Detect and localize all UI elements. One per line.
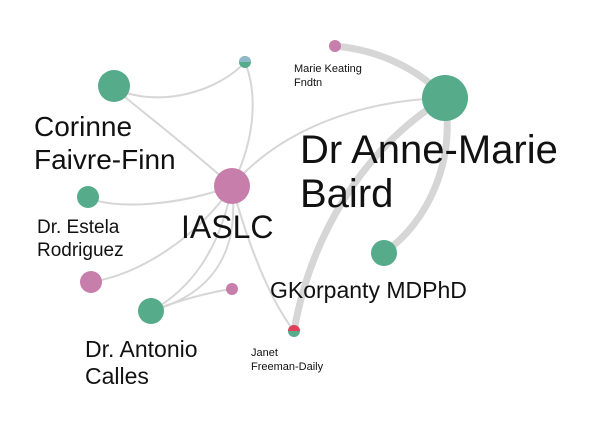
label-marie-keating: Marie Keating Fndtn: [294, 63, 362, 89]
label-anne-marie-baird: Dr Anne-Marie Baird: [300, 128, 558, 216]
label-janet-freeman-daily: Janet Freeman-Daily: [251, 347, 324, 373]
edge-iaslc-janet: [231, 185, 295, 332]
node-pink-small[interactable]: [226, 283, 238, 295]
node-janet-accent: [288, 325, 300, 331]
node-marie[interactable]: [329, 40, 341, 52]
node-pink-left[interactable]: [80, 271, 102, 293]
nodes-layer: [77, 40, 468, 337]
label-antonio-calles: Dr. Antonio Calles: [85, 336, 198, 389]
label-estela-rodriguez: Dr. Estela Rodriguez: [37, 217, 124, 261]
node-corinne[interactable]: [98, 70, 130, 102]
edge-iaslc-pinkleft: [90, 185, 233, 283]
edge-iaslc-antonio-2: [150, 185, 235, 312]
node-top-small-accent: [239, 56, 251, 62]
edge-iaslc-estela: [87, 185, 233, 206]
node-estela-dot[interactable]: [77, 186, 99, 208]
edge-iaslc-antonio: [150, 185, 233, 312]
node-gkorpanty[interactable]: [371, 240, 397, 266]
edge-corinne-topsmall: [113, 61, 246, 99]
label-corinne-faivre-finn: Corinne Faivre-Finn: [34, 111, 176, 175]
node-anne[interactable]: [422, 75, 468, 121]
edge-iaslc-anne: [231, 97, 446, 187]
label-iaslc: IASLC: [181, 209, 274, 245]
node-iaslc[interactable]: [214, 168, 250, 204]
node-antonio[interactable]: [138, 298, 164, 324]
edge-anne-janet: [290, 94, 449, 335]
label-gkorpanty: GKorpanty MDPhD: [270, 277, 467, 303]
